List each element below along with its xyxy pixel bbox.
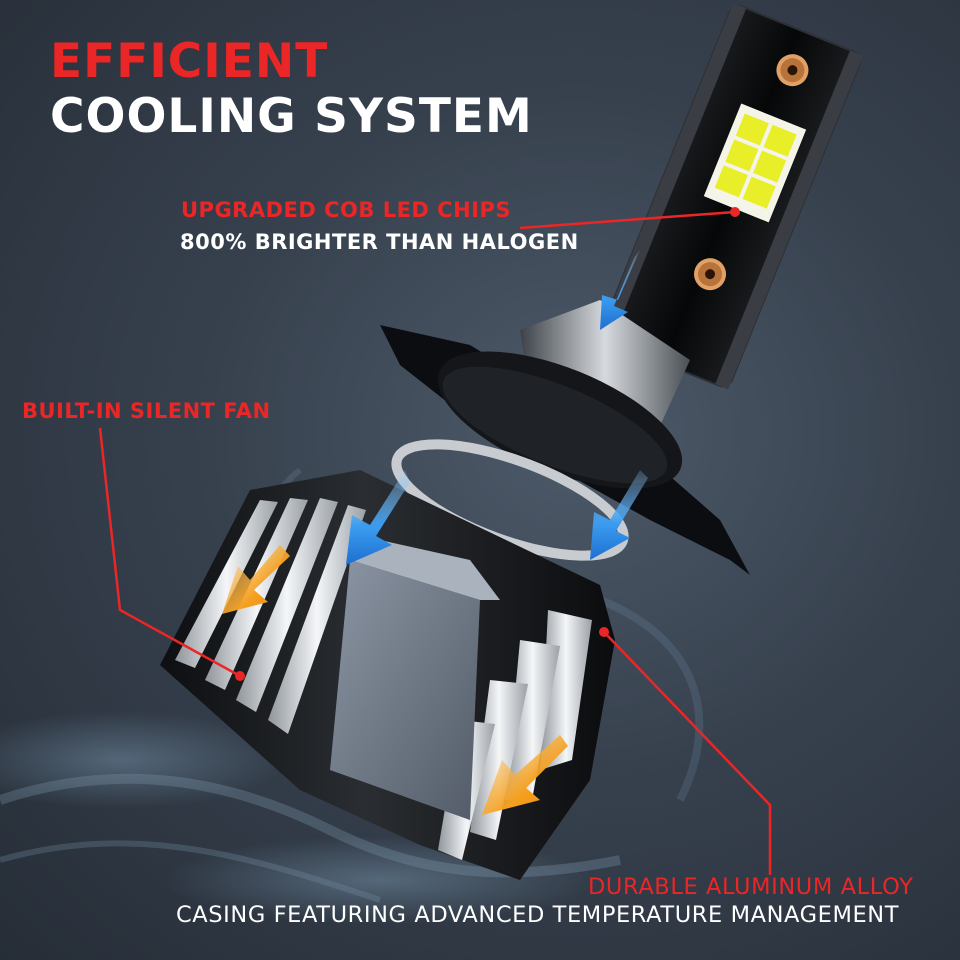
chips-callout-subtitle: 800% BRIGHTER THAN HALOGEN bbox=[180, 230, 579, 254]
headline-line-2: COOLING SYSTEM bbox=[50, 89, 533, 144]
fan-callout-title: BUILT-IN SILENT FAN bbox=[22, 399, 271, 423]
mounting-collar bbox=[380, 325, 750, 575]
fan-leader bbox=[98, 427, 241, 678]
heat-arrows bbox=[222, 545, 568, 815]
headline-line-1: EFFICIENT bbox=[50, 34, 329, 89]
fan-dot bbox=[235, 671, 245, 681]
casing-dot bbox=[599, 627, 609, 637]
callout-lines bbox=[98, 210, 772, 875]
casing-callout-subtitle: CASING FEATURING ADVANCED TEMPERATURE MA… bbox=[176, 902, 900, 928]
led-board bbox=[598, 3, 864, 390]
heat-sink bbox=[160, 470, 615, 880]
cob-led-chip bbox=[703, 103, 807, 223]
chips-dot bbox=[730, 207, 740, 217]
chips-callout-title: UPGRADED COB LED CHIPS bbox=[181, 198, 511, 222]
callout-dots bbox=[235, 207, 740, 681]
airflow-arrows bbox=[346, 250, 648, 565]
casing-leader bbox=[603, 631, 772, 875]
chips-leader bbox=[519, 210, 736, 230]
casing-callout-title: DURABLE ALUMINUM ALLOY bbox=[588, 874, 914, 900]
